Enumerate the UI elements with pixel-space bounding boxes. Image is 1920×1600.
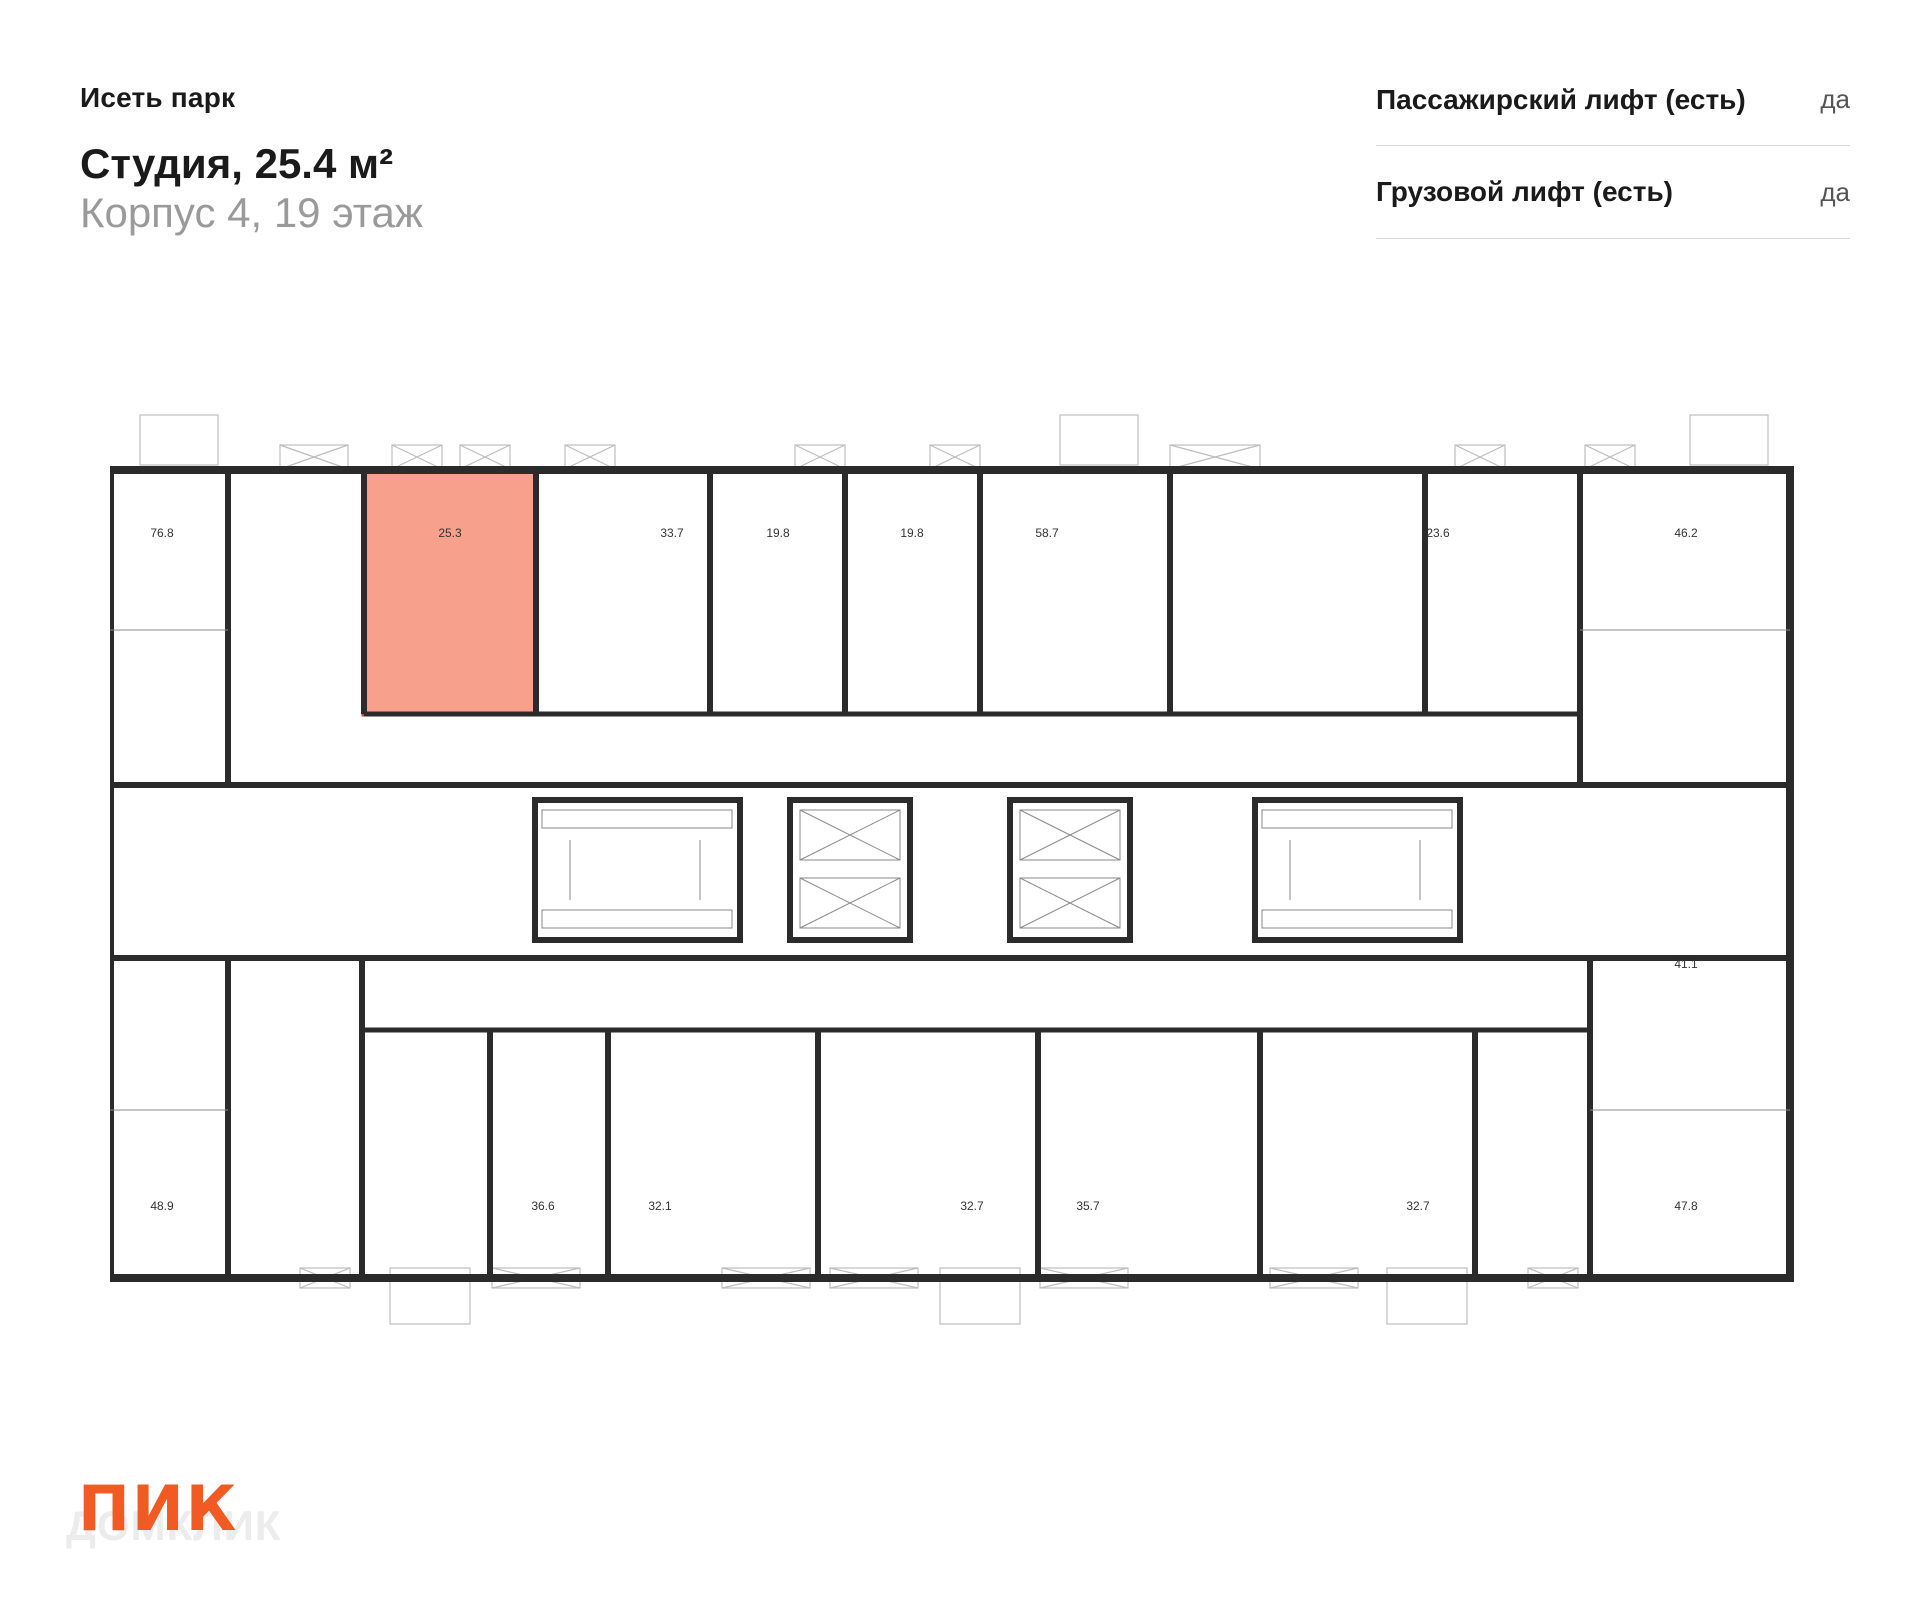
highlighted-apartment[interactable] [361, 467, 539, 717]
logo-text: ПИК [78, 1472, 239, 1545]
room-area: 25.3 [438, 526, 462, 540]
room-area: 23.6 [1426, 526, 1450, 540]
room-area: 46.2 [1674, 526, 1698, 540]
feature-value: да [1820, 84, 1850, 114]
room-area: 35.7 [1076, 1199, 1100, 1213]
room-area: 48.9 [150, 1199, 174, 1213]
pik-logo: ПИК [78, 1478, 238, 1540]
apartment-title: Студия, 25.4 м² [80, 140, 394, 187]
room-area: 19.8 [766, 526, 790, 540]
room-area: 58.7 [1035, 526, 1059, 540]
room-area: 19.8 [900, 526, 924, 540]
header: Исеть парк Студия, 25.4 м² Корпус 4, 19 … [80, 82, 423, 238]
room-area: 32.7 [1406, 1199, 1430, 1213]
feature-passenger-lift: Пассажирский лифт (есть) да [1376, 70, 1850, 146]
interior-details [110, 629, 1790, 1111]
feature-freight-lift: Грузовой лифт (есть) да [1376, 146, 1850, 239]
room-area: 32.1 [648, 1199, 672, 1213]
building-floor: Корпус 4, 19 этаж [80, 189, 423, 236]
windows-top [139, 414, 1769, 470]
room-area: 36.6 [531, 1199, 555, 1213]
project-name: Исеть парк [80, 82, 236, 113]
features-list: Пассажирский лифт (есть) да Грузовой лиф… [1376, 70, 1850, 239]
feature-value: да [1820, 176, 1850, 207]
feature-label: Пассажирский лифт (есть) [1376, 84, 1746, 115]
feature-label: Грузовой лифт (есть) [1376, 176, 1673, 207]
room-area: 47.8 [1674, 1199, 1698, 1213]
room-area: 33.7 [660, 526, 684, 540]
floor-plan: 76.8 25.3 33.7 19.8 19.8 58.7 23.6 46.2 … [110, 414, 1794, 1325]
room-area: 41.1 [1674, 957, 1698, 971]
room-labels: 76.8 25.3 33.7 19.8 19.8 58.7 23.6 46.2 … [150, 526, 1698, 1213]
domclick-watermark: ДОМКЛИК [66, 1502, 282, 1549]
walls [110, 466, 1794, 1282]
room-area: 76.8 [150, 526, 174, 540]
room-area: 32.7 [960, 1199, 984, 1213]
